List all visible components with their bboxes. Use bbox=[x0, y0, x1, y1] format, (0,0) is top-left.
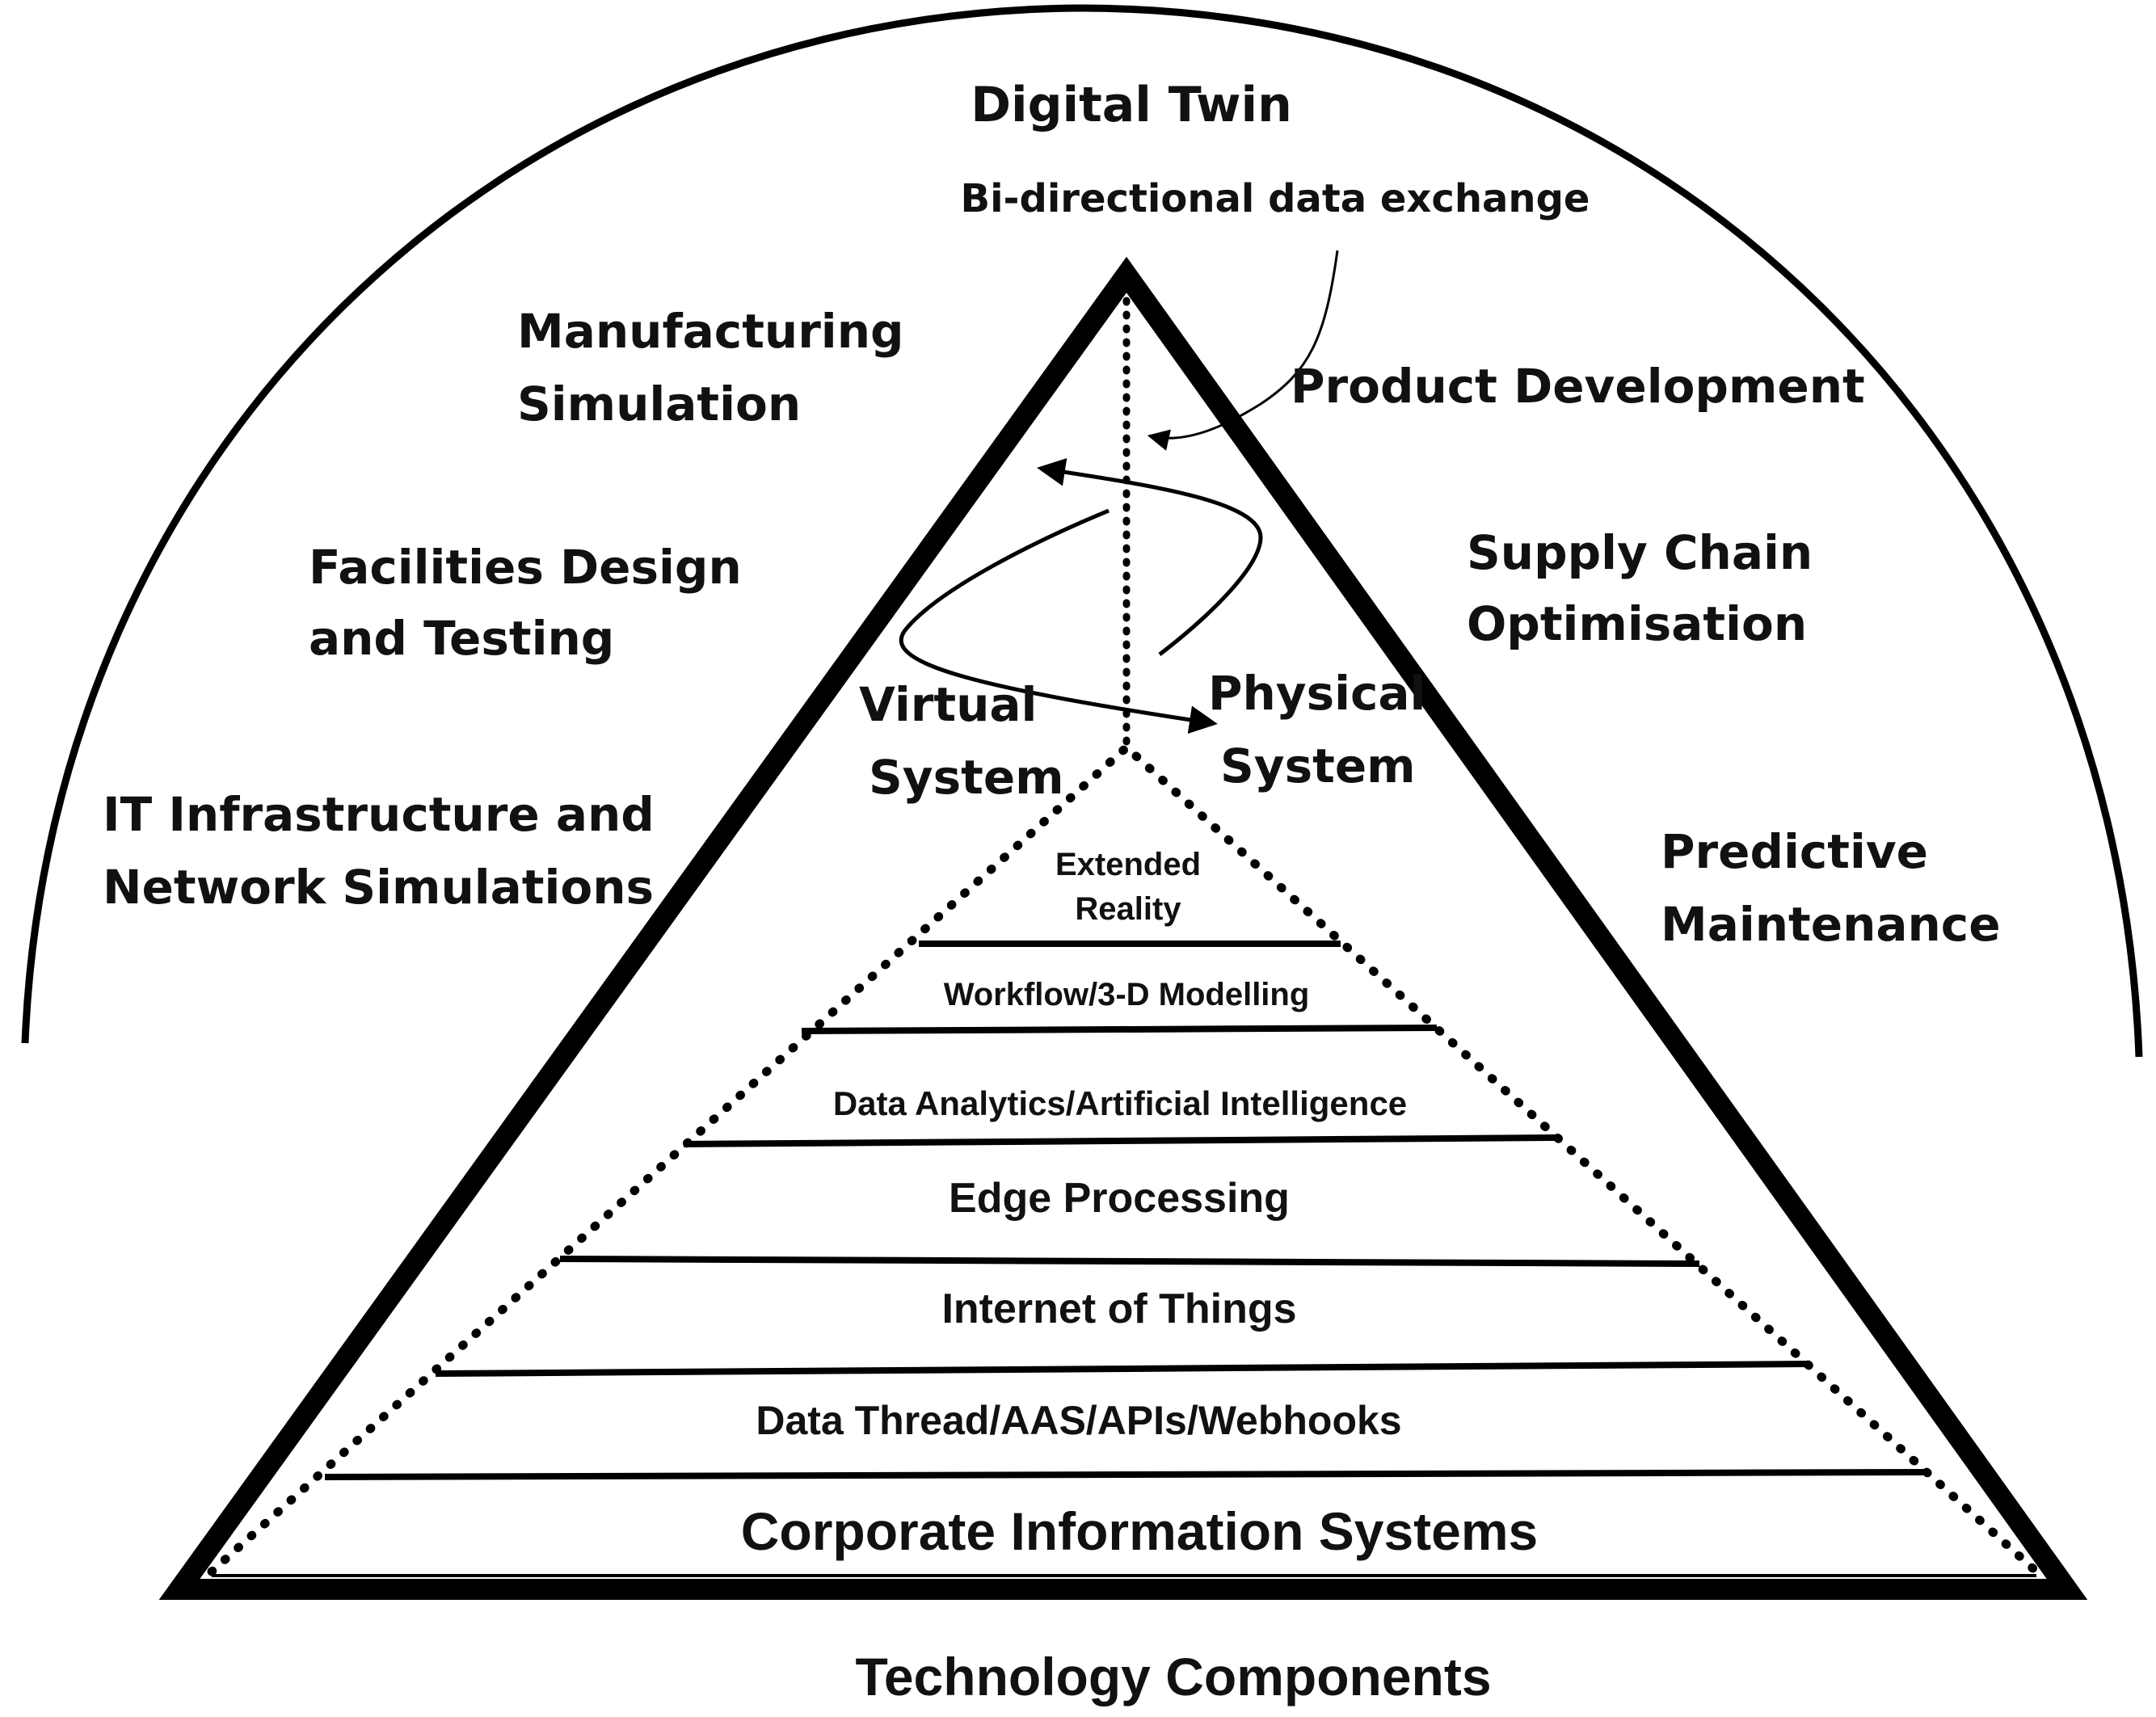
svg-text:Reality: Reality bbox=[1075, 891, 1181, 927]
technology-components-label: Technology Components bbox=[855, 1647, 1491, 1706]
layer-divider-4 bbox=[559, 1256, 1700, 1267]
layer-divider-3 bbox=[683, 1134, 1556, 1147]
application-manufacturing-simulation: Manufacturing Simulation bbox=[517, 304, 904, 431]
svg-text:Facilities Design: Facilities Design bbox=[309, 540, 742, 595]
svg-text:Virtual: Virtual bbox=[859, 677, 1037, 732]
digital-twin-dome-arc bbox=[21, 4, 2143, 1058]
inner-dotted-pyramid bbox=[207, 741, 2041, 1576]
layer-edge-processing: Edge Processing bbox=[949, 1175, 1290, 1222]
svg-text:Physical: Physical bbox=[1208, 666, 1425, 721]
svg-text:Extended: Extended bbox=[1055, 847, 1201, 882]
svg-text:Manufacturing: Manufacturing bbox=[517, 304, 904, 359]
application-product-development: Product Development bbox=[1291, 359, 1865, 414]
layer-divider-2 bbox=[801, 1025, 1438, 1034]
svg-text:Maintenance: Maintenance bbox=[1661, 897, 2001, 952]
svg-text:and Testing: and Testing bbox=[309, 611, 614, 666]
layer-data-analytics-ai: Data Analytics/Artificial Intelligence bbox=[833, 1084, 1407, 1122]
layer-divider-6 bbox=[324, 1469, 1928, 1480]
application-predictive-maintenance: Predictive Maintenance bbox=[1661, 824, 2001, 952]
svg-text:Supply Chain: Supply Chain bbox=[1467, 525, 1813, 580]
application-facilities-design: Facilities Design and Testing bbox=[309, 540, 742, 666]
layer-data-thread: Data Thread/AAS/APIs/Webhooks bbox=[756, 1398, 1401, 1443]
virtual-system-label: Virtual System bbox=[859, 677, 1064, 805]
diagram-title: Digital Twin bbox=[971, 77, 1292, 133]
svg-text:IT Infrastructure and: IT Infrastructure and bbox=[103, 787, 655, 842]
physical-system-label: Physical System bbox=[1208, 666, 1425, 793]
exchange-pointer-arrow bbox=[1147, 250, 1339, 451]
data-flow-arrow-lower bbox=[899, 508, 1218, 734]
outer-pyramid bbox=[158, 256, 2088, 1600]
layer-workflow-modelling: Workflow/3-D Modelling bbox=[944, 977, 1310, 1012]
svg-text:Network Simulations: Network Simulations bbox=[103, 860, 654, 915]
bidirectional-label: Bi-directional data exchange bbox=[961, 176, 1590, 221]
layer-divider-5 bbox=[435, 1361, 1811, 1377]
svg-text:Product Development: Product Development bbox=[1291, 359, 1865, 414]
layer-internet-of-things: Internet of Things bbox=[941, 1286, 1296, 1332]
svg-text:Optimisation: Optimisation bbox=[1467, 596, 1807, 651]
svg-text:Predictive: Predictive bbox=[1661, 824, 1928, 879]
svg-text:System: System bbox=[1220, 739, 1416, 793]
data-flow-arrow bbox=[1037, 457, 1263, 656]
svg-text:System: System bbox=[869, 750, 1064, 805]
layer-extended-reality: Extended Reality bbox=[1055, 847, 1201, 927]
application-it-infrastructure: IT Infrastructure and Network Simulation… bbox=[103, 787, 655, 915]
layer-corporate-information-systems: Corporate Information Systems bbox=[741, 1501, 1539, 1561]
svg-text:Simulation: Simulation bbox=[517, 377, 801, 431]
application-supply-chain: Supply Chain Optimisation bbox=[1467, 525, 1813, 651]
